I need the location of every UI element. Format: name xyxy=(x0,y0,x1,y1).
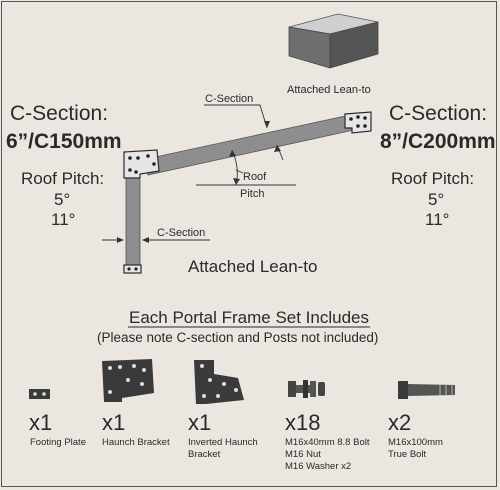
item-name-line: Bracket xyxy=(188,449,221,460)
left-size: 6”/C150mm xyxy=(6,130,122,153)
right-haunch-bracket xyxy=(344,111,372,134)
item-name-line: Inverted Haunch xyxy=(188,437,258,448)
includes-note: (Please note C-section and Posts not inc… xyxy=(97,330,379,345)
item-qty: x1 xyxy=(29,410,53,435)
footing-plate-icon xyxy=(29,389,50,399)
roof-pitch-label-line1: Roof xyxy=(243,171,267,183)
rafter-label: C-Section xyxy=(205,93,254,105)
item-name-line: True Bolt xyxy=(388,449,427,460)
bolt-nut-washer-icon xyxy=(288,380,325,398)
left-pitch-2: 11° xyxy=(51,210,76,229)
left-haunch-bracket xyxy=(123,149,160,179)
item-name: Footing Plate xyxy=(30,437,86,448)
left-heading: C-Section: xyxy=(10,102,109,125)
roof-pitch-label-line2: Pitch xyxy=(240,188,265,200)
item-name-line: M16x100mm xyxy=(388,437,443,448)
item-name-line: M16x40mm 8.8 Bolt xyxy=(285,437,370,448)
right-pitch-2: 11° xyxy=(425,210,450,229)
lean-to-box-icon xyxy=(288,13,379,69)
item-name-line: M16 Nut xyxy=(285,449,321,460)
post-c-section xyxy=(125,175,141,269)
frame-caption: Attached Lean-to xyxy=(188,257,318,276)
right-pitch-1: 5° xyxy=(428,190,445,209)
item-name: Haunch Bracket xyxy=(102,437,170,448)
item-qty: x18 xyxy=(285,410,321,435)
true-bolt-icon xyxy=(398,381,455,399)
haunch-bracket-icon xyxy=(102,359,154,402)
item-qty: x1 xyxy=(188,410,212,435)
lean-to-caption: Attached Lean-to xyxy=(287,84,371,96)
footing-plate-diagram xyxy=(123,264,142,274)
inverted-haunch-bracket-icon xyxy=(194,360,244,404)
includes-title: Each Portal Frame Set Includes xyxy=(129,308,370,327)
rafter-c-section xyxy=(145,114,355,176)
left-pitch-label: Roof Pitch: xyxy=(21,169,105,188)
right-heading: C-Section: xyxy=(389,102,488,125)
item-name-line: M16 Washer x2 xyxy=(285,461,352,472)
left-pitch-1: 5° xyxy=(54,190,71,209)
right-pitch-label: Roof Pitch: xyxy=(391,169,475,188)
item-qty: x2 xyxy=(388,410,412,435)
item-qty: x1 xyxy=(102,410,126,435)
post-label: C-Section xyxy=(157,227,206,239)
right-size: 8”/C200mm xyxy=(380,130,496,153)
